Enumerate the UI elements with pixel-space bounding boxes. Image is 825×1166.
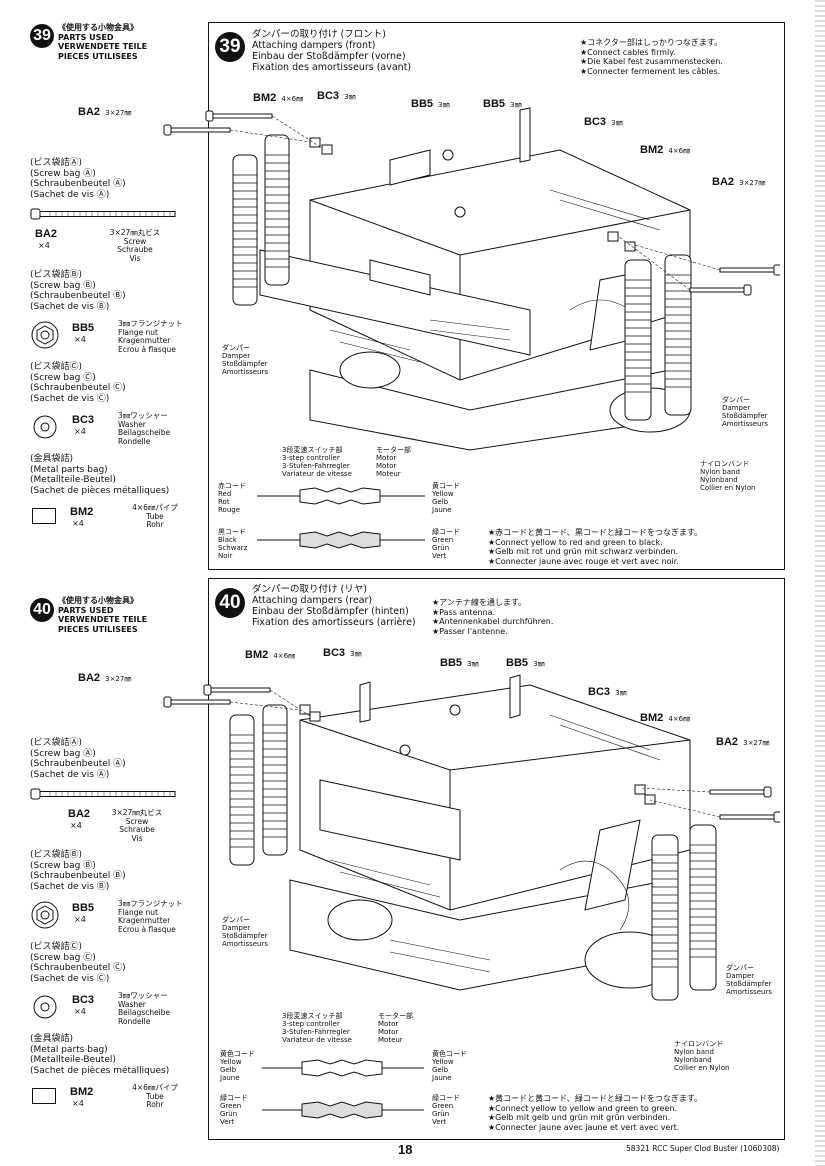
bag-label: (ビス袋詰Ⓒ)(Screw bag Ⓒ) (Schraubenbeutel Ⓒ)… — [30, 942, 126, 984]
flange-nut-icon — [31, 321, 59, 349]
callout-bm2-left: BM2 4×6㎜ — [253, 92, 304, 104]
parts-used-header: 《使用する小物金具》 PARTS USED VERWENDETE TEILE P… — [58, 23, 208, 61]
part-number-ba2: BA2 — [68, 808, 91, 820]
wire-connection-note: ★黄コードと黄コード、緑コードと緑コードをつなぎます。★Connect yell… — [488, 1094, 703, 1132]
step-number-large: 39 — [215, 32, 245, 62]
bag-label: (金具袋詰)(Metal parts bag) (Metallteile-Beu… — [30, 454, 170, 496]
callout-bm2-right: BM2 4×6㎜ — [640, 144, 691, 156]
wire-connector-diagram — [257, 487, 425, 549]
callout-bb5-a: BB5 3㎜ — [411, 98, 450, 110]
callout-bc3-left: BC3 3㎜ — [317, 90, 356, 102]
callout-bc3-right: BC3 3㎜ — [588, 686, 627, 698]
part-count: ×4 — [74, 427, 86, 436]
wire-connector-diagram — [262, 1059, 424, 1119]
callout-ba2-right: BA2 3×27㎜ — [712, 176, 766, 188]
step-title: ダンパーの取り付け (リヤ)Attaching dampers (rear) E… — [252, 584, 416, 628]
tube-icon — [32, 508, 56, 524]
part-count: ×4 — [74, 1007, 86, 1016]
document-reference: 58321 RCC Super Clod Buster (1060308) — [626, 1144, 780, 1153]
part-number-ba2: BA2 — [35, 228, 58, 240]
step-title: ダンパーの取り付け (フロント)Attaching dampers (front… — [252, 29, 412, 73]
part-count: ×4 — [74, 915, 86, 924]
flange-nut-icon — [31, 901, 59, 929]
callout-ba2-left: BA2 3×27㎜ — [78, 106, 132, 118]
parts-list-39: (ビス袋詰Ⓐ)(Screw bag Ⓐ) (Schraubenbeutel Ⓐ)… — [30, 158, 200, 538]
part-count: ×4 — [72, 519, 84, 528]
parts-list-40: (ビス袋詰Ⓐ)(Screw bag Ⓐ) (Schraubenbeutel Ⓐ)… — [30, 738, 200, 1118]
bag-label: (ビス袋詰Ⓒ)(Screw bag Ⓒ) (Schraubenbeutel Ⓒ)… — [30, 362, 126, 404]
screw-icon — [30, 208, 176, 220]
antenna-note: ★アンテナ線を通します。★Pass antenna. ★Antennenkabe… — [432, 598, 554, 636]
step-number-large: 40 — [215, 588, 245, 618]
bag-label: (ビス袋詰Ⓐ)(Screw bag Ⓐ) (Schraubenbeutel Ⓐ)… — [30, 738, 126, 780]
part-count: ×4 — [74, 335, 86, 344]
parts-header-en: PARTS USED — [58, 32, 114, 42]
tube-icon — [32, 1088, 56, 1104]
callout-bb5-a: BB5 3㎜ — [440, 657, 479, 669]
front-damper-diagram — [163, 107, 780, 451]
callout-bc3-right: BC3 3㎜ — [584, 116, 623, 128]
callout-bm2-right: BM2 4×6㎜ — [640, 712, 691, 724]
callout-bm2-left: BM2 4×6㎜ — [245, 649, 296, 661]
page-number: 18 — [398, 1142, 413, 1157]
callout-bc3-left: BC3 3㎜ — [323, 647, 362, 659]
bag-label: (ビス袋詰Ⓐ)(Screw bag Ⓐ) (Schraubenbeutel Ⓐ)… — [30, 158, 126, 200]
rear-damper-diagram — [163, 674, 780, 1001]
callout-ba2-left: BA2 3×27㎜ — [78, 672, 132, 684]
bag-label: (ビス袋詰Ⓑ)(Screw bag Ⓑ) (Schraubenbeutel Ⓑ)… — [30, 270, 126, 312]
part-number-bc3: BC3 — [72, 994, 95, 1006]
screw-icon — [30, 788, 176, 800]
part-number-bb5: BB5 — [72, 322, 95, 334]
part-number-bb5: BB5 — [72, 902, 95, 914]
parts-header-de: VERWENDETE TEILE — [58, 42, 148, 51]
washer-icon — [33, 415, 57, 439]
part-count: ×4 — [72, 1099, 84, 1108]
washer-icon — [33, 995, 57, 1019]
wire-connection-note: ★赤コードと黄コード、黒コードと緑コードをつなぎます。★Connect yell… — [488, 528, 703, 566]
step-number-badge: 39 — [30, 24, 54, 48]
bag-label: (ビス袋詰Ⓑ)(Screw bag Ⓑ) (Schraubenbeutel Ⓑ)… — [30, 850, 126, 892]
connect-note: ★コネクター部はしっかりつなぎます。★Connect cables firmly… — [580, 38, 723, 76]
scan-edge — [815, 0, 825, 1166]
step-number-badge: 40 — [30, 598, 54, 622]
part-count: ×4 — [70, 821, 82, 830]
part-count: ×4 — [38, 241, 50, 250]
parts-header-jp: 《使用する小物金具》 — [58, 23, 138, 32]
part-number-bm2: BM2 — [70, 506, 94, 518]
callout-bb5-b: BB5 3㎜ — [483, 98, 522, 110]
parts-header-fr: PIECES UTILISEES — [58, 51, 138, 61]
bag-label: (金具袋詰)(Metal parts bag) (Metallteile-Beu… — [30, 1034, 170, 1076]
callout-bb5-b: BB5 3㎜ — [506, 657, 545, 669]
callout-ba2-right: BA2 3×27㎜ — [716, 736, 770, 748]
part-number-bc3: BC3 — [72, 414, 95, 426]
part-number-bm2: BM2 — [70, 1086, 94, 1098]
